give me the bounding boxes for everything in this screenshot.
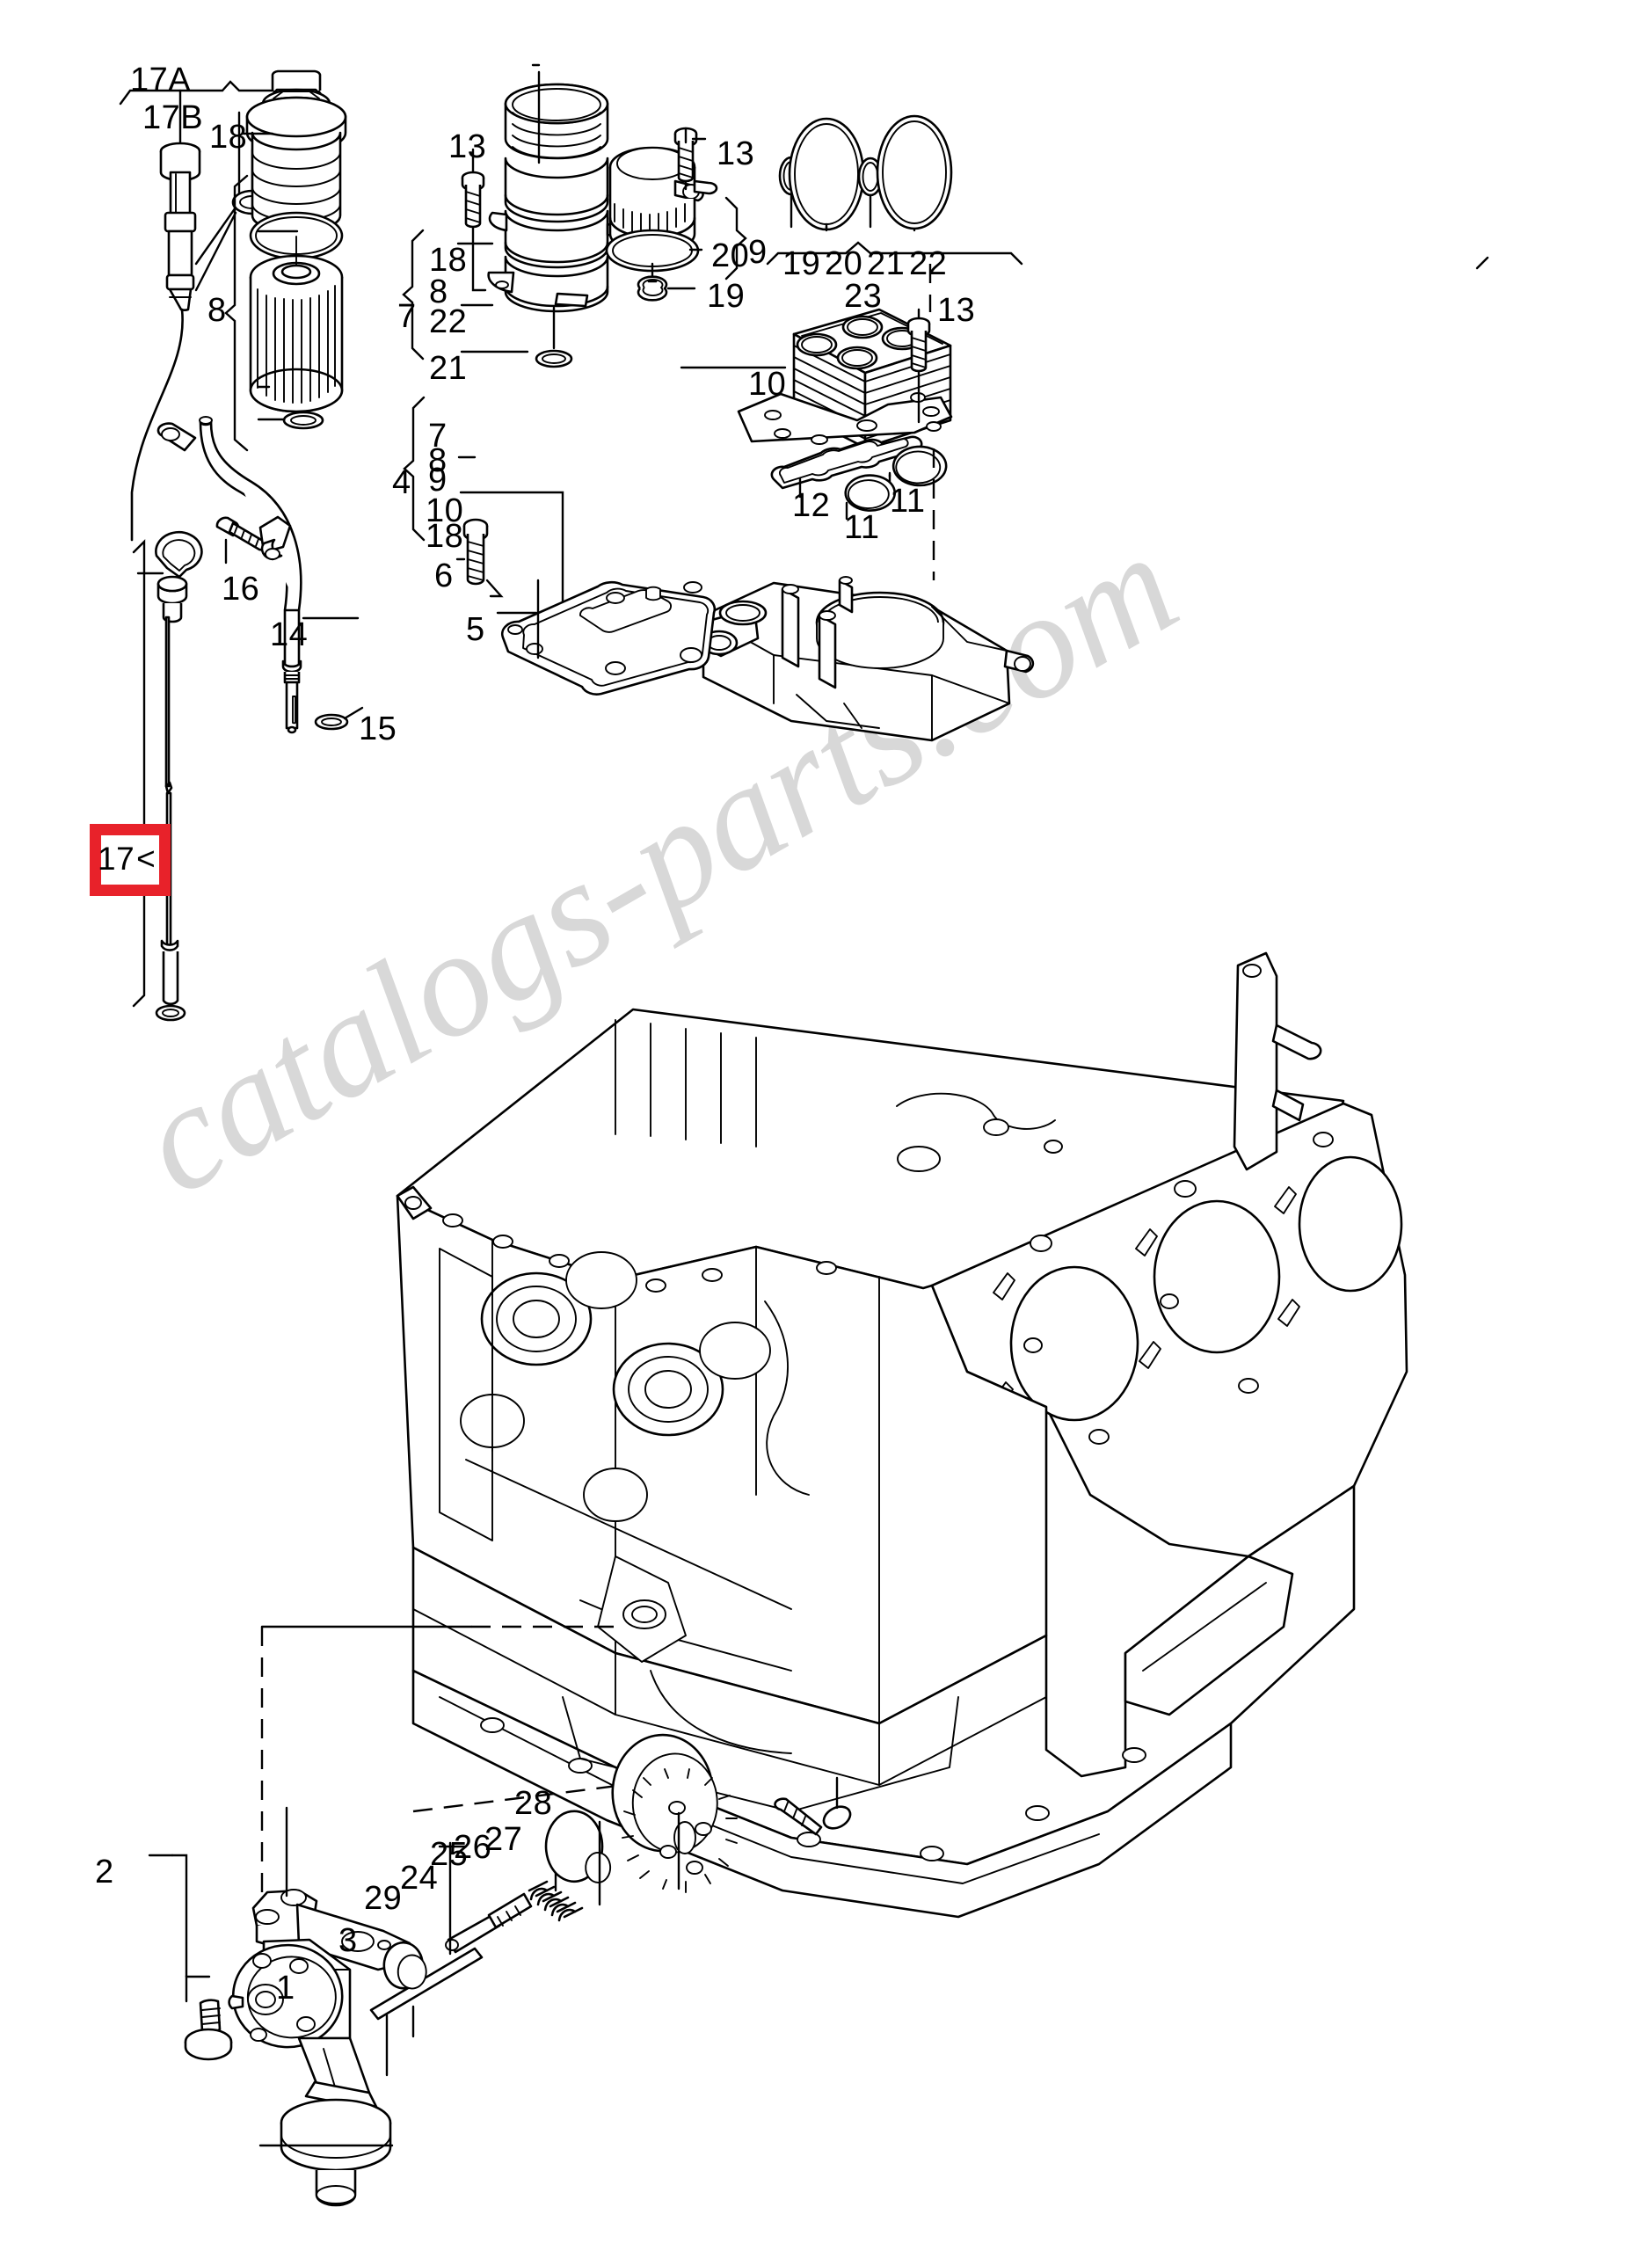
callout-8-housing: 8 (429, 273, 448, 310)
bracket-9 (724, 196, 747, 280)
part-27-sprocket (611, 1733, 738, 1893)
part-17-dipstick (130, 308, 203, 1022)
callout-8-filter-set: 8 (207, 292, 227, 329)
callout-27: 27 (484, 1821, 523, 1858)
callout-22-set: 22 (909, 245, 948, 282)
callout-25: 25 (430, 1836, 469, 1873)
callout-13-valve: 13 (717, 135, 755, 172)
part-17A-guide-plug (159, 142, 201, 311)
callout-13-left: 13 (448, 128, 487, 165)
callout-15: 15 (359, 710, 397, 747)
part-6-bolt (455, 518, 504, 598)
callout-21-set: 21 (867, 245, 906, 282)
part-26-washer (544, 1810, 612, 1906)
callout-21-housing: 21 (429, 350, 468, 387)
oring-set-19-22 (766, 114, 1023, 266)
callout-13-cooler: 13 (937, 292, 976, 329)
cylinder-bores (1009, 1155, 1403, 1422)
callout-20-valve: 20 (711, 237, 750, 274)
callout-12: 12 (792, 487, 831, 524)
part-12-cooler-flange (737, 392, 953, 445)
engine-block (396, 951, 1408, 1919)
part-15-oring (314, 706, 364, 731)
callout-29: 29 (364, 1880, 403, 1917)
callout-17B: 17B (142, 99, 204, 136)
callout-1: 1 (276, 1970, 295, 2007)
callout-4: 4 (392, 464, 411, 501)
callout-11-bottom: 11 (844, 509, 880, 546)
callout-9-group: 9 (428, 462, 448, 499)
callout-23: 23 (844, 278, 883, 315)
part-25-spring (528, 1880, 584, 1922)
callout-19-set: 19 (782, 245, 821, 282)
part-21-oring (535, 306, 573, 368)
part-13-bolt-valve (673, 127, 707, 191)
callout-18-cap: 18 (209, 119, 248, 156)
callout-26: 26 (454, 1829, 492, 1866)
part-8-bottom-ring (257, 411, 324, 430)
callout-20-set: 20 (825, 245, 863, 282)
callout-24: 24 (400, 1860, 439, 1897)
bracket-7 (402, 229, 425, 361)
part-12-gasket (770, 435, 923, 499)
part-8-oil-filter-element (249, 236, 344, 413)
highlight-box-17[interactable] (90, 824, 171, 896)
callout-17A: 17A (130, 62, 192, 98)
callout-6: 6 (434, 557, 454, 594)
callout-19-valve: 19 (707, 278, 746, 315)
pump-drive-assembly (369, 1733, 852, 2077)
highlight-bracket: < (136, 841, 156, 877)
part-2-bolt (148, 1854, 233, 2061)
highlight-label-17: 17< (98, 842, 156, 875)
part-16-bolt (215, 515, 292, 565)
part-13-bolt-cooler (906, 308, 942, 432)
callout-5: 5 (466, 611, 485, 648)
bracket-4 (403, 396, 426, 542)
callout-7-group: 7 (428, 418, 448, 455)
callout-2: 2 (95, 1854, 114, 1890)
callout-14: 14 (270, 616, 309, 653)
callout-10-cooler: 10 (748, 366, 787, 403)
part-18-oil-filter-cap (242, 69, 347, 234)
part-8-cap-o-ring (249, 211, 344, 260)
callout-18-group: 18 (426, 518, 464, 555)
part-14-guide-tube (156, 416, 360, 734)
part-13-bolt-left (461, 148, 487, 292)
callout-28: 28 (514, 1785, 553, 1822)
highlight-number: 17 (98, 841, 135, 877)
part-5-gasket (496, 579, 717, 696)
part-9-pressure-valve (605, 146, 718, 302)
part-7-oil-filter-housing-barrel (487, 63, 638, 313)
callout-3: 3 (338, 1922, 358, 1959)
callout-16: 16 (222, 571, 260, 608)
callout-22-housing: 22 (429, 303, 468, 340)
callout-11-right: 11 (890, 483, 926, 520)
callout-7: 7 (397, 298, 417, 335)
callout-9: 9 (748, 234, 768, 271)
part-4-housing-body (700, 576, 1035, 742)
part-28-bolt (774, 1776, 852, 1836)
part-11-seal-bottom (844, 474, 897, 521)
bracket-8 (224, 174, 249, 452)
callout-10-group: 10 (426, 492, 464, 529)
callout-8-group: 8 (428, 442, 448, 479)
callout-18-housing: 18 (429, 242, 468, 279)
main-bearing-bores (460, 1251, 771, 1522)
